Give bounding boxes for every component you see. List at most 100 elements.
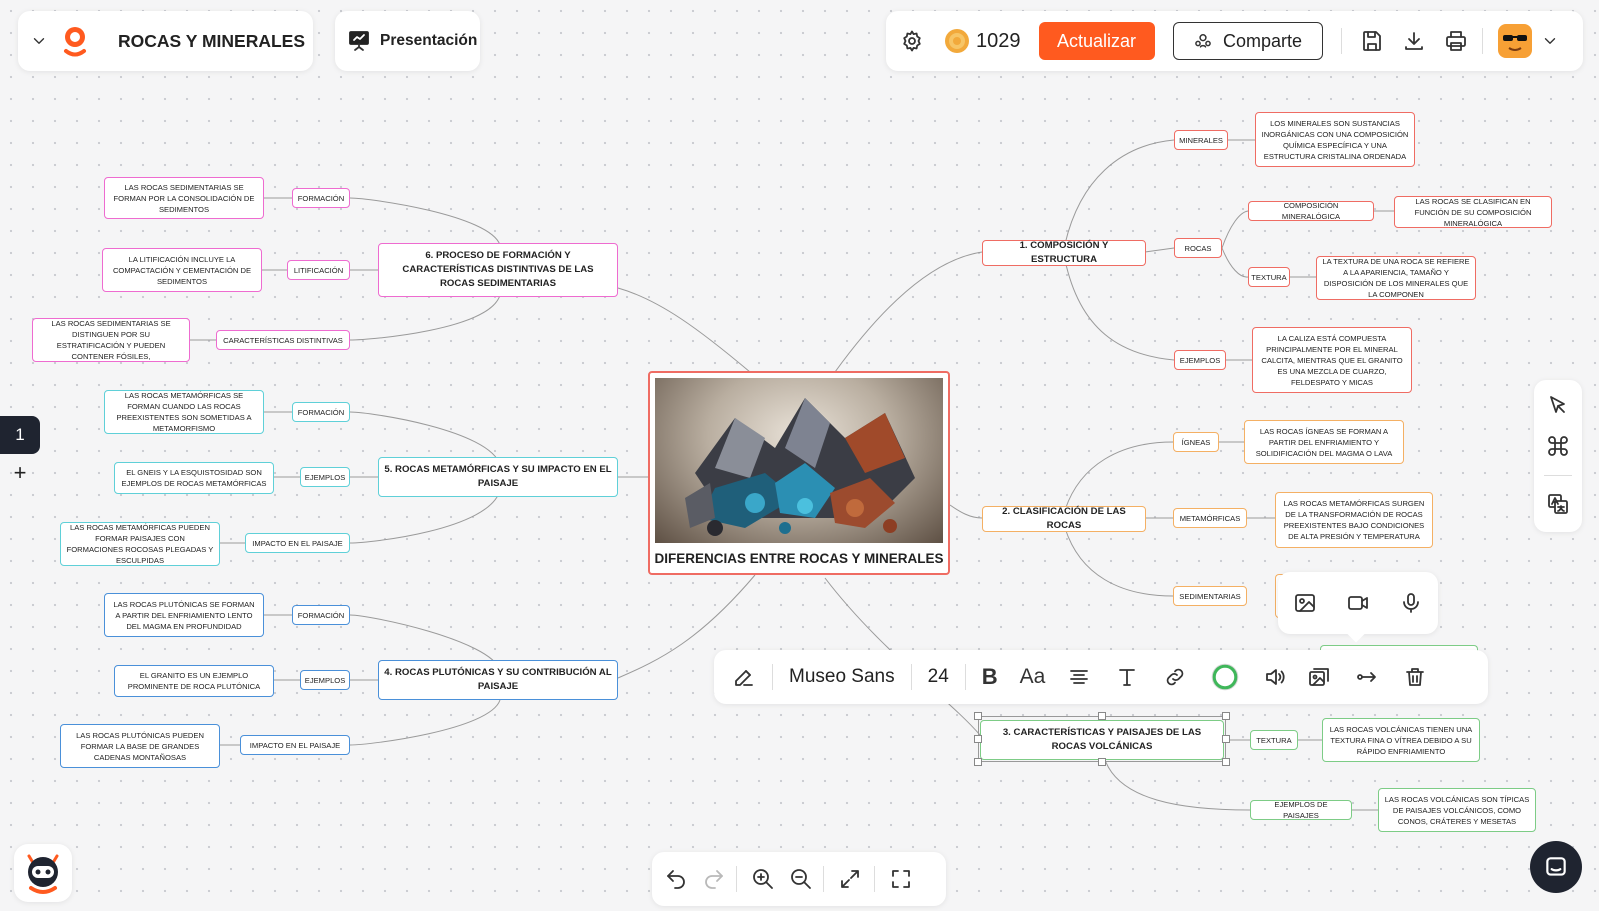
- node-plutonicas-ejemplos[interactable]: EJEMPLOS: [300, 670, 350, 690]
- node-volcanicas-ejemplos[interactable]: EJEMPLOS DE PAISAJES: [1250, 800, 1352, 820]
- trash-icon[interactable]: [1403, 665, 1427, 689]
- node-metamorficas-formacion-desc[interactable]: LAS ROCAS METAMÓRFICAS SE FORMAN CUANDO …: [104, 390, 264, 434]
- node-metamorficas-desc[interactable]: LAS ROCAS METAMÓRFICAS SURGEN DE LA TRAN…: [1275, 492, 1433, 548]
- zoom-in-icon[interactable]: [751, 867, 775, 891]
- speaker-icon[interactable]: [1263, 665, 1287, 689]
- image-icon[interactable]: [1293, 591, 1317, 615]
- add-page-label: +: [13, 460, 27, 485]
- resize-handle-r[interactable]: [1222, 735, 1230, 743]
- app-logo-icon[interactable]: [60, 24, 90, 58]
- branch-composicion[interactable]: 1. COMPOSICIÓN Y ESTRUCTURA: [982, 240, 1146, 266]
- user-avatar[interactable]: [1497, 23, 1533, 59]
- font-size-selector[interactable]: 24: [927, 666, 949, 687]
- node-composicion-mineralogica[interactable]: COMPOSICIÓN MINERALÓGICA: [1248, 201, 1374, 221]
- node-sedimentarias-caracteristicas-desc[interactable]: LAS ROCAS SEDIMENTARIAS SE DISTINGUEN PO…: [32, 318, 190, 362]
- node-metamorficas-impacto[interactable]: IMPACTO EN EL PAISAJE: [245, 533, 350, 553]
- node-volcanicas-textura[interactable]: TEXTURA: [1250, 730, 1298, 750]
- print-icon[interactable]: [1444, 29, 1468, 53]
- node-plutonicas-impacto[interactable]: IMPACTO EN EL PAISAJE: [240, 735, 350, 755]
- add-page-button[interactable]: +: [0, 454, 40, 492]
- share-button[interactable]: Comparte: [1172, 22, 1323, 60]
- node-sedimentarias-formacion-desc[interactable]: LAS ROCAS SEDIMENTARIAS SE FORMAN POR LA…: [104, 177, 264, 219]
- node-rocas[interactable]: ROCAS: [1174, 238, 1222, 258]
- text-style-icon[interactable]: [1115, 665, 1139, 689]
- resize-handle-t[interactable]: [1098, 712, 1106, 720]
- selection-box: [978, 716, 1226, 762]
- node-minerales[interactable]: MINERALES: [1174, 130, 1228, 150]
- node-sedimentarias-litificacion-desc[interactable]: LA LITIFICACIÓN INCLUYE LA COMPACTACIÓN …: [102, 248, 262, 292]
- resize-handle-b[interactable]: [1098, 758, 1106, 766]
- font-family-selector[interactable]: Museo Sans: [789, 666, 895, 687]
- document-title[interactable]: ROCAS Y MINERALES: [118, 30, 306, 51]
- text-case-icon[interactable]: Aa: [1019, 665, 1046, 688]
- media-icon[interactable]: [1307, 665, 1331, 689]
- resize-handle-br[interactable]: [1222, 758, 1230, 766]
- chat-button[interactable]: [1530, 841, 1582, 893]
- page-number-button[interactable]: 1: [0, 416, 40, 454]
- node-ejemplos[interactable]: EJEMPLOS: [1174, 350, 1226, 370]
- node-plutonicas-formacion[interactable]: FORMACIÓN: [292, 605, 350, 625]
- chat-icon: [1543, 854, 1569, 880]
- node-metamorficas[interactable]: METAMÓRFICAS: [1173, 508, 1247, 528]
- resize-handle-l[interactable]: [974, 735, 982, 743]
- upgrade-button[interactable]: Actualizar: [1038, 22, 1155, 60]
- branch-clasificacion[interactable]: 2. CLASIFICACIÓN DE LAS ROCAS: [982, 506, 1146, 532]
- resize-handle-tr[interactable]: [1222, 712, 1230, 720]
- toolbar-separator: [1481, 28, 1483, 54]
- ai-assistant-button[interactable]: [14, 844, 72, 902]
- node-plutonicas-impacto-desc[interactable]: LAS ROCAS PLUTÓNICAS PUEDEN FORMAR LA BA…: [60, 724, 220, 768]
- branch-sedimentarias[interactable]: 6. PROCESO DE FORMACIÓN Y CARACTERÍSTICA…: [378, 243, 618, 297]
- download-icon[interactable]: [1402, 29, 1426, 53]
- presentation-button[interactable]: Presentación: [335, 11, 480, 71]
- node-plutonicas-formacion-desc[interactable]: LAS ROCAS PLUTÓNICAS SE FORMAN A PARTIR …: [104, 593, 264, 637]
- microphone-icon[interactable]: [1399, 591, 1423, 615]
- resize-handle-bl[interactable]: [974, 758, 982, 766]
- branch-metamorficas[interactable]: 5. ROCAS METAMÓRFICAS Y SU IMPACTO EN EL…: [378, 457, 618, 497]
- presentation-label: Presentación: [380, 32, 478, 49]
- node-textura[interactable]: TEXTURA: [1248, 267, 1290, 287]
- central-node[interactable]: DIFERENCIAS ENTRE ROCAS Y MINERALES: [648, 371, 950, 575]
- node-metamorficas-impacto-desc[interactable]: LAS ROCAS METAMÓRFICAS PUEDEN FORMAR PAI…: [60, 522, 220, 566]
- node-volcanicas-textura-desc[interactable]: LAS ROCAS VOLCÁNICAS TIENEN UNA TEXTURA …: [1322, 718, 1480, 762]
- node-metamorficas-ejemplos-desc[interactable]: EL GNEIS Y LA ESQUISTOSIDAD SON EJEMPLOS…: [114, 462, 274, 494]
- chevron-down-icon[interactable]: [1541, 32, 1559, 50]
- branch-volcanicas[interactable]: 3. CARACTERÍSTICAS Y PAISAJES DE LAS ROC…: [980, 720, 1224, 760]
- translate-icon[interactable]: [1546, 492, 1570, 516]
- resize-handle-tl[interactable]: [974, 712, 982, 720]
- node-sedimentarias-formacion[interactable]: FORMACIÓN: [292, 188, 350, 208]
- save-icon[interactable]: [1360, 29, 1384, 53]
- gear-icon[interactable]: [900, 29, 924, 53]
- node-textura-desc[interactable]: LA TEXTURA DE UNA ROCA SE REFIERE A LA A…: [1316, 256, 1476, 300]
- node-igneas[interactable]: ÍGNEAS: [1173, 432, 1219, 452]
- node-composicion-mineralogica-desc[interactable]: LAS ROCAS SE CLASIFICAN EN FUNCIÓN DE SU…: [1394, 196, 1552, 228]
- link-icon[interactable]: [1163, 665, 1187, 689]
- video-icon[interactable]: [1346, 591, 1370, 615]
- cursor-icon[interactable]: [1546, 394, 1570, 418]
- fullscreen-icon[interactable]: [889, 867, 913, 891]
- chevron-down-icon[interactable]: [28, 30, 50, 52]
- node-ejemplos-desc[interactable]: LA CALIZA ESTÁ COMPUESTA PRINCIPALMENTE …: [1252, 327, 1412, 393]
- node-sedimentarias[interactable]: SEDIMENTARIAS: [1173, 586, 1247, 606]
- node-sedimentarias-caracteristicas[interactable]: CARACTERÍSTICAS DISTINTIVAS: [216, 330, 350, 350]
- node-igneas-desc[interactable]: LAS ROCAS ÍGNEAS SE FORMAN A PARTIR DEL …: [1244, 420, 1404, 464]
- color-picker-icon[interactable]: [1211, 663, 1239, 691]
- node-metamorficas-ejemplos[interactable]: EJEMPLOS: [300, 467, 350, 487]
- node-plutonicas-ejemplos-desc[interactable]: EL GRANITO ES UN EJEMPLO PROMINENTE DE R…: [114, 665, 274, 697]
- undo-icon[interactable]: [664, 867, 688, 891]
- edit-icon[interactable]: [732, 665, 756, 689]
- align-center-icon[interactable]: [1067, 665, 1091, 689]
- node-volcanicas-ejemplos-desc[interactable]: LAS ROCAS VOLCÁNICAS SON TÍPICAS DE PAIS…: [1378, 788, 1536, 832]
- page-number: 1: [15, 425, 25, 444]
- node-minerales-desc[interactable]: LOS MINERALES SON SUSTANCIAS INORGÁNICAS…: [1255, 112, 1415, 167]
- redo-icon[interactable]: [702, 867, 726, 891]
- node-sedimentarias-litificacion[interactable]: LITIFICACIÓN: [287, 260, 350, 280]
- share-label: Comparte: [1222, 30, 1303, 51]
- fit-screen-icon[interactable]: [838, 867, 862, 891]
- command-icon[interactable]: [1546, 434, 1570, 458]
- node-metamorficas-formacion[interactable]: FORMACIÓN: [292, 402, 350, 422]
- branch-plutonicas[interactable]: 4. ROCAS PLUTÓNICAS Y SU CONTRIBUCIÓN AL…: [378, 660, 618, 700]
- zoom-out-icon[interactable]: [789, 867, 813, 891]
- bold-icon[interactable]: B: [981, 664, 998, 689]
- connector-icon[interactable]: [1355, 665, 1379, 689]
- robot-icon: [21, 850, 65, 896]
